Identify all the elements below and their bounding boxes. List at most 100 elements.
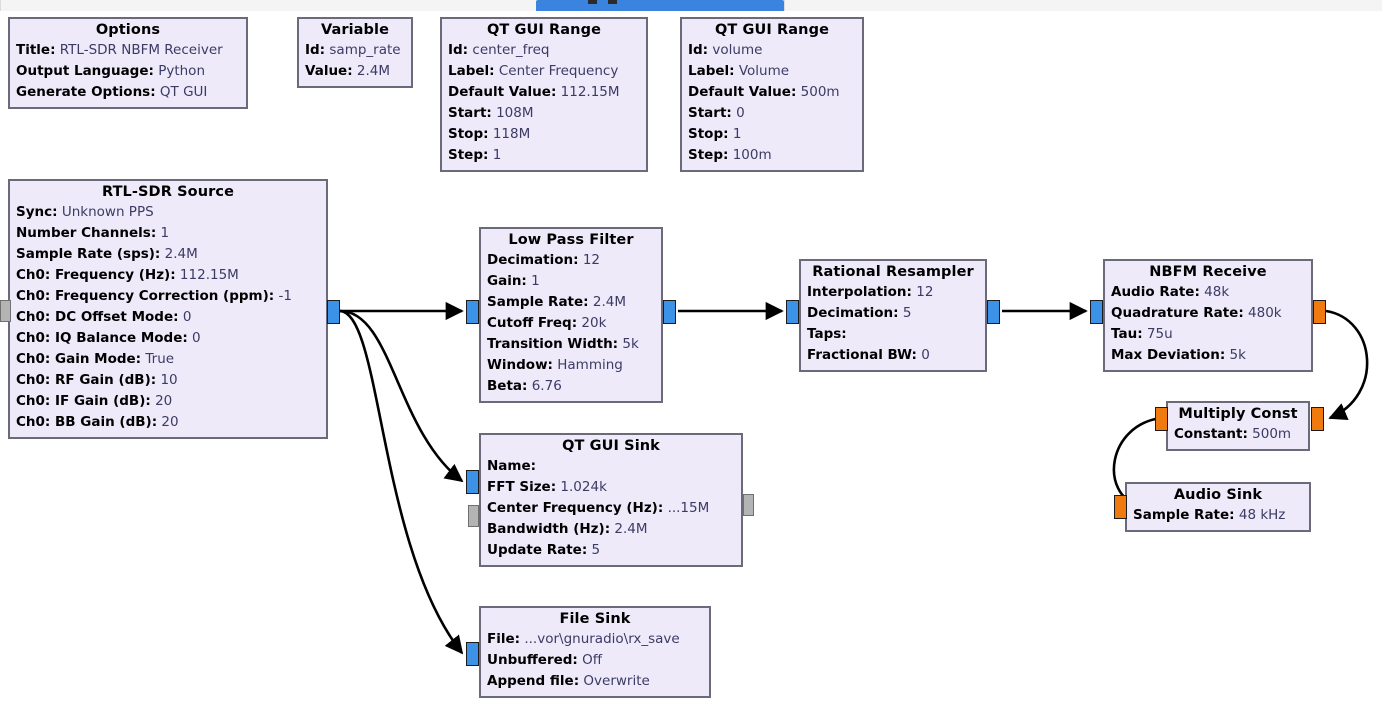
param-key: Default Value: bbox=[688, 84, 797, 100]
toolbar-icon-6[interactable] bbox=[588, 0, 597, 4]
block-param-row: Title: RTL-SDR NBFM Receiver bbox=[16, 40, 240, 61]
param-value: Python bbox=[158, 63, 205, 79]
port-qtguisink-stream-in[interactable] bbox=[466, 470, 479, 494]
wire-nbfm-to-multiply bbox=[1325, 309, 1369, 420]
param-key: Number Channels: bbox=[16, 225, 157, 241]
param-key: Audio Rate: bbox=[1111, 284, 1200, 300]
block-title: Audio Sink bbox=[1173, 487, 1263, 503]
block-param-row: Taps: bbox=[807, 324, 979, 345]
param-key: Ch0: DC Offset Mode: bbox=[16, 309, 179, 325]
block-multiply-const[interactable]: Multiply Const Constant: 500m bbox=[1166, 401, 1310, 451]
block-param-row: Id: volume bbox=[688, 40, 856, 61]
block-low-pass-filter[interactable]: Low Pass Filter Decimation: 12 Gain: 1 S… bbox=[479, 227, 663, 403]
block-qt-gui-sink[interactable]: QT GUI Sink Name: FFT Size: 1.024k Cente… bbox=[479, 433, 743, 567]
block-rtlsdr-source[interactable]: RTL-SDR Source Sync: Unknown PPS Number … bbox=[8, 179, 328, 439]
param-key: Step: bbox=[448, 147, 489, 163]
param-value: 6.76 bbox=[531, 378, 562, 394]
param-value: 0 bbox=[736, 105, 745, 121]
param-value: 112.15M bbox=[560, 84, 620, 100]
toolbar-icon-7[interactable] bbox=[608, 0, 617, 4]
port-nbfm-stream-in[interactable] bbox=[1090, 300, 1103, 324]
block-title: Multiply Const bbox=[1178, 406, 1298, 422]
param-key: Default Value: bbox=[448, 84, 557, 100]
block-param-row: Value: 2.4M bbox=[305, 61, 405, 82]
port-rtlsdr-message-in[interactable] bbox=[0, 300, 11, 322]
block-param-row: Number Channels: 1 bbox=[16, 223, 320, 244]
block-qt-gui-range-center-freq[interactable]: QT GUI Range Id: center_freq Label: Cent… bbox=[440, 17, 648, 172]
block-param-row: Ch0: Frequency Correction (ppm): -1 bbox=[16, 286, 320, 307]
block-rational-resampler[interactable]: Rational Resampler Interpolation: 12 Dec… bbox=[799, 259, 987, 372]
block-param-row: Sample Rate: 2.4M bbox=[487, 292, 655, 313]
flowgraph-canvas[interactable]: Options Title: RTL-SDR NBFM Receiver Out… bbox=[0, 11, 1382, 721]
param-key: Quadrature Rate: bbox=[1111, 305, 1244, 321]
block-param-row: Update Rate: 5 bbox=[487, 540, 735, 561]
param-value: 12 bbox=[916, 284, 934, 300]
param-value: 1.024k bbox=[560, 479, 607, 495]
block-param-row: Quadrature Rate: 480k bbox=[1111, 303, 1305, 324]
block-options[interactable]: Options Title: RTL-SDR NBFM Receiver Out… bbox=[8, 17, 248, 109]
block-param-row: FFT Size: 1.024k bbox=[487, 477, 735, 498]
port-qtguisink-message-in[interactable] bbox=[468, 505, 479, 527]
param-key: Unbuffered: bbox=[487, 652, 578, 668]
port-lpf-stream-in[interactable] bbox=[466, 300, 479, 324]
param-key: FFT Size: bbox=[487, 479, 557, 495]
param-key: Sample Rate: bbox=[487, 294, 589, 310]
port-multiply-audio-in[interactable] bbox=[1311, 407, 1324, 431]
block-param-row: Id: samp_rate bbox=[305, 40, 405, 61]
param-key: Output Language: bbox=[16, 63, 154, 79]
param-key: Ch0: Frequency (Hz): bbox=[16, 267, 176, 283]
block-param-row: Start: 108M bbox=[448, 103, 640, 124]
block-param-row: Label: Volume bbox=[688, 61, 856, 82]
param-key: Start: bbox=[688, 105, 732, 121]
block-file-sink[interactable]: File Sink File: ...vor\gnuradio\rx_save … bbox=[479, 606, 711, 698]
port-lpf-stream-out[interactable] bbox=[663, 300, 676, 324]
param-value: 20k bbox=[581, 315, 607, 331]
param-key: Append file: bbox=[487, 673, 580, 689]
port-resampler-stream-in[interactable] bbox=[786, 300, 799, 324]
port-audiosink-audio-in[interactable] bbox=[1114, 495, 1127, 519]
block-audio-sink[interactable]: Audio Sink Sample Rate: 48 kHz bbox=[1125, 482, 1311, 532]
param-key: Start: bbox=[448, 105, 492, 121]
port-nbfm-audio-out[interactable] bbox=[1313, 300, 1326, 324]
param-value: 5 bbox=[902, 305, 912, 321]
param-key: Tau: bbox=[1111, 326, 1143, 342]
param-key: Sample Rate: bbox=[1133, 507, 1235, 523]
port-rtlsdr-stream-out[interactable] bbox=[327, 300, 340, 324]
param-value: Unknown PPS bbox=[61, 204, 154, 220]
param-value: 0 bbox=[182, 309, 192, 325]
tab-inactive-right[interactable] bbox=[784, 0, 1382, 11]
block-title: QT GUI Range bbox=[486, 22, 602, 38]
param-key: Decimation: bbox=[487, 252, 579, 268]
param-value: ...vor\gnuradio\rx_save bbox=[524, 631, 680, 647]
block-param-row: Stop: 118M bbox=[448, 124, 640, 145]
block-param-row: Tau: 75u bbox=[1111, 324, 1305, 345]
tab-inactive-left[interactable] bbox=[0, 0, 538, 11]
param-value: 0 bbox=[192, 330, 201, 346]
port-resampler-stream-out[interactable] bbox=[987, 300, 1000, 324]
block-title: Variable bbox=[320, 22, 390, 38]
port-multiply-audio-out[interactable] bbox=[1155, 407, 1168, 431]
param-value: 108M bbox=[496, 105, 534, 121]
tab-active-flowgraph[interactable] bbox=[536, 0, 784, 11]
port-filesink-stream-in[interactable] bbox=[466, 642, 479, 666]
param-key: Interpolation: bbox=[807, 284, 912, 300]
param-key: Ch0: IQ Balance Mode: bbox=[16, 330, 188, 346]
block-param-row: Bandwidth (Hz): 2.4M bbox=[487, 519, 735, 540]
param-key: Window: bbox=[487, 357, 553, 373]
port-qtguisink-message-out[interactable] bbox=[743, 494, 754, 516]
block-variable-samp-rate[interactable]: Variable Id: samp_rate Value: 2.4M bbox=[297, 17, 413, 88]
block-param-row: Stop: 1 bbox=[688, 124, 856, 145]
block-param-row: Ch0: DC Offset Mode: 0 bbox=[16, 307, 320, 328]
block-param-row: Max Deviation: 5k bbox=[1111, 345, 1305, 366]
param-key: Ch0: Frequency Correction (ppm): bbox=[16, 288, 275, 304]
param-value: samp_rate bbox=[329, 42, 401, 58]
param-key: Sync: bbox=[16, 204, 58, 220]
block-nbfm-receive[interactable]: NBFM Receive Audio Rate: 48k Quadrature … bbox=[1103, 259, 1313, 372]
block-param-row: Step: 1 bbox=[448, 145, 640, 166]
param-key: Step: bbox=[688, 147, 729, 163]
param-value: 1 bbox=[732, 126, 742, 142]
param-key: Bandwidth (Hz): bbox=[487, 521, 611, 537]
block-title: Options bbox=[95, 22, 161, 38]
block-qt-gui-range-volume[interactable]: QT GUI Range Id: volume Label: Volume De… bbox=[680, 17, 864, 172]
param-key: Name: bbox=[487, 458, 537, 474]
